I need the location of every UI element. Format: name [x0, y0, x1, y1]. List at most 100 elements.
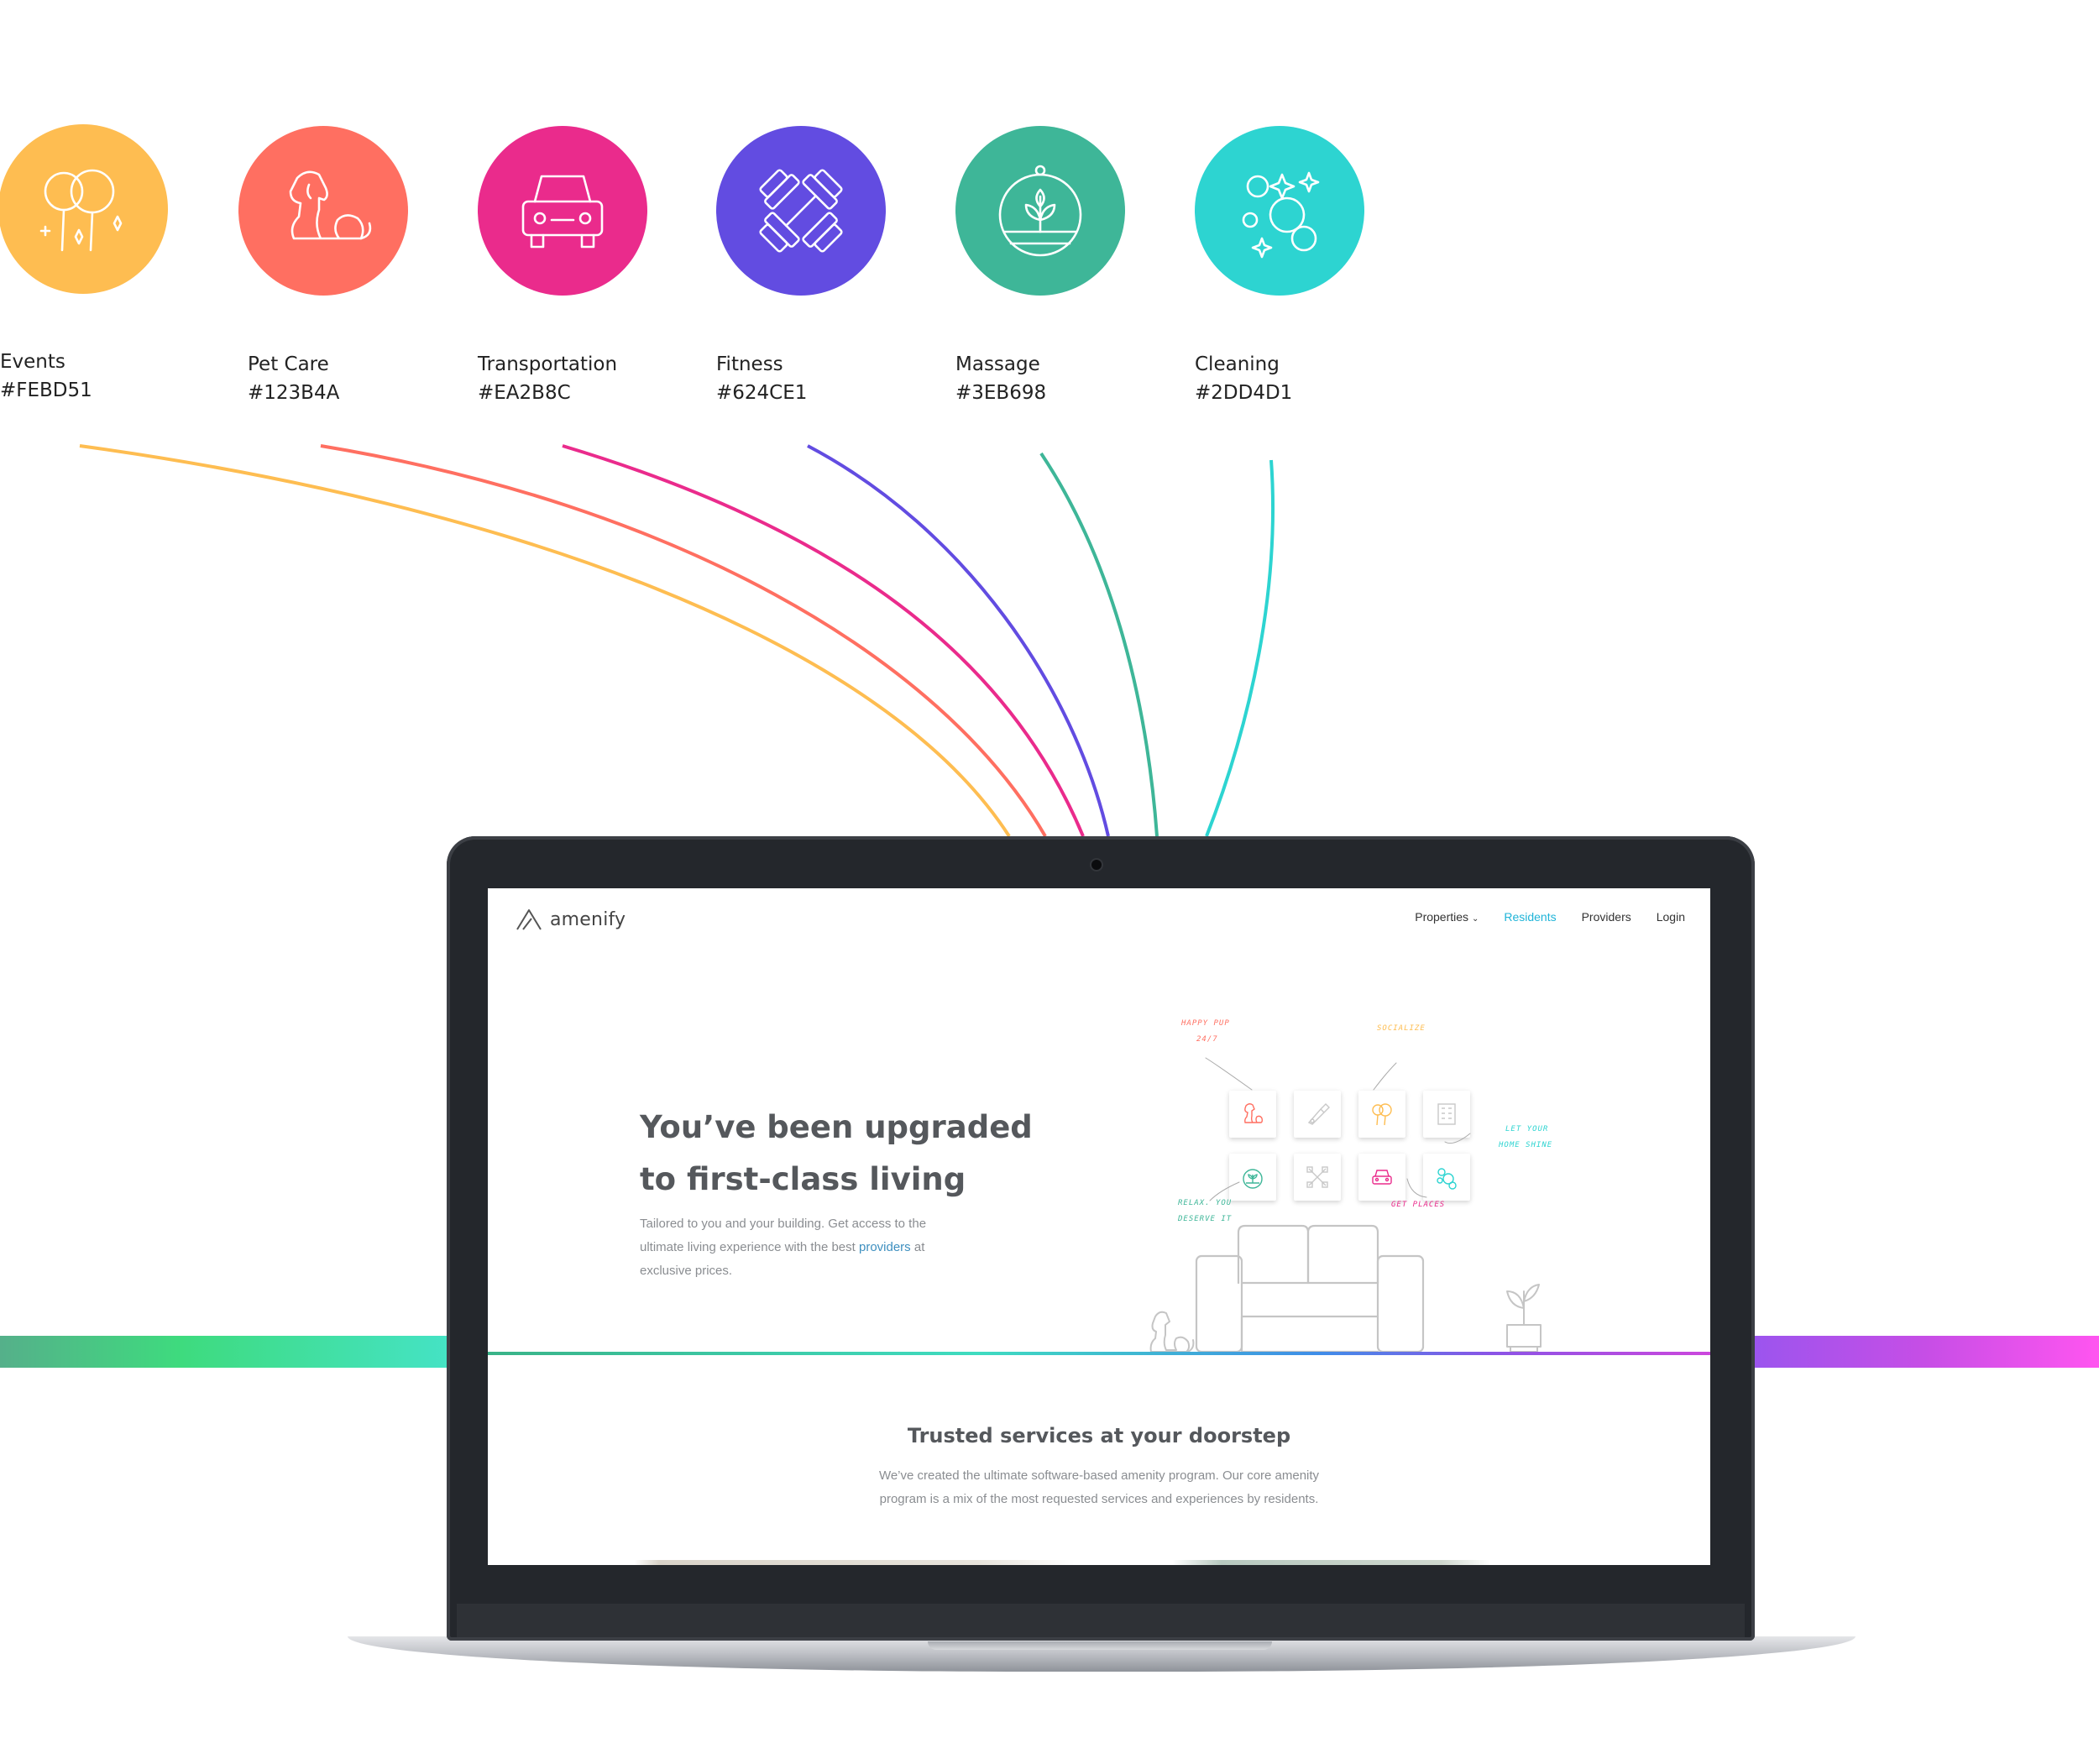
hero-text-before: Tailored to you and your building. Get a…: [640, 1217, 927, 1254]
category-name: Massage: [955, 353, 1040, 375]
note-relax-line1: RELAX. YOU: [1178, 1199, 1233, 1207]
hero-description: Tailored to you and your building. Get a…: [640, 1212, 950, 1283]
sofa-illustration: [1195, 1224, 1425, 1353]
bubbles-icon: [1437, 1168, 1457, 1190]
laptop-chin: [457, 1604, 1745, 1637]
laptop-camera: [1091, 860, 1102, 870]
note-home-shine: LET YOUR HOME SHINE: [1499, 1122, 1552, 1154]
fitness-label: Fitness #624CE1: [716, 350, 807, 407]
transportation-circle: [478, 126, 647, 296]
dumbbell-icon: [1306, 1166, 1328, 1188]
tile-terrarium: [1229, 1154, 1276, 1201]
dog-icon: [289, 170, 372, 240]
note-relax: RELAX. YOU DESERVE IT: [1178, 1196, 1232, 1227]
note-leader-places: [1406, 1178, 1427, 1198]
balloons-icon: [1372, 1103, 1392, 1126]
category-hex: #624CE1: [716, 382, 808, 404]
note-leader-relax: [1209, 1181, 1240, 1201]
tile-dumbbell: [1294, 1154, 1341, 1201]
transportation-label: Transportation #EA2B8C: [478, 350, 617, 407]
plant-terrarium-icon: [1243, 1169, 1263, 1189]
cleaning-connector-line: [1205, 459, 1275, 837]
hero-title-line1: You’ve been upgraded: [640, 1109, 1033, 1145]
note-pup-line1: HAPPY PUP: [1181, 1019, 1230, 1028]
category-hex: #123B4A: [248, 382, 340, 404]
fitness-circle: [716, 126, 886, 296]
note-socialize-text: SOCIALIZE: [1377, 1024, 1426, 1033]
nav-residents[interactable]: Residents: [1504, 910, 1557, 924]
note-leader-home: [1444, 1133, 1471, 1144]
events-label: Events #FEBD51: [0, 348, 92, 405]
car-icon: [521, 175, 604, 249]
note-socialize: SOCIALIZE: [1377, 1021, 1426, 1037]
laptop-notch: [928, 1641, 1272, 1650]
dog-icon: [1244, 1103, 1264, 1123]
section-description: We’ve created the ultimate software-base…: [488, 1464, 1710, 1511]
right-gradient-bar: [1751, 1336, 2099, 1368]
plant-terrarium-icon: [998, 165, 1082, 257]
nav-properties-label: Properties: [1415, 910, 1469, 924]
note-home-line2: HOME SHINE: [1499, 1141, 1553, 1149]
cleaning-label: Cleaning #2DD4D1: [1195, 350, 1292, 407]
left-gradient-bar: [0, 1336, 453, 1368]
section-text-line1: We’ve created the ultimate software-base…: [878, 1468, 1320, 1483]
bubbles-icon: [1242, 171, 1320, 259]
hero-text-after: at exclusive prices.: [640, 1240, 925, 1278]
pet-care-circle: [238, 126, 408, 296]
next-section-peek: [488, 1560, 1710, 1565]
note-get-places: GET PLACES: [1391, 1197, 1445, 1213]
providers-link[interactable]: providers: [858, 1240, 911, 1254]
note-get-places-text: GET PLACES: [1391, 1201, 1446, 1209]
note-home-line1: LET YOUR: [1505, 1125, 1549, 1133]
events-connector-line: [79, 444, 1011, 838]
main-nav: Properties ⌄ Residents Providers Login: [1415, 910, 1685, 924]
tile-building: [1423, 1091, 1470, 1138]
car-icon: [1372, 1170, 1392, 1185]
hero-title-line2: to first-class living: [640, 1161, 966, 1197]
plant-illustration: [1506, 1284, 1542, 1353]
pet-care-connector-line: [320, 444, 1047, 838]
laptop-screen: amenify Properties ⌄ Residents Providers…: [488, 888, 1710, 1565]
category-hex: #3EB698: [955, 382, 1047, 404]
tile-bubbles: [1423, 1154, 1470, 1201]
amenify-logo-icon: [516, 909, 542, 930]
section-text-line2: program is a mix of the most requested s…: [879, 1492, 1319, 1506]
category-hex: #FEBD51: [0, 379, 92, 401]
nav-properties[interactable]: Properties ⌄: [1415, 910, 1479, 924]
section-title: Trusted services at your doorstep: [907, 1424, 1291, 1447]
fitness-connector-line: [807, 444, 1110, 837]
category-hex: #EA2B8C: [478, 382, 571, 404]
tile-balloons: [1358, 1091, 1405, 1138]
site-logo[interactable]: amenify: [515, 905, 626, 934]
category-name: Cleaning: [1195, 353, 1280, 375]
events-circle: [0, 124, 168, 294]
pet-care-label: Pet Care #123B4A: [248, 350, 339, 407]
chevron-down-icon: ⌄: [1471, 914, 1479, 924]
massage-circle: [955, 126, 1125, 296]
building-icon: [1437, 1103, 1456, 1125]
hero-title: You’ve been upgraded to first-class livi…: [640, 1102, 1076, 1206]
note-relax-line2: DESERVE IT: [1178, 1215, 1233, 1223]
massage-label: Massage #3EB698: [955, 350, 1046, 407]
transportation-connector-line: [562, 444, 1085, 837]
note-leader-pup: [1205, 1057, 1253, 1091]
tile-tool: [1294, 1091, 1341, 1138]
nav-login[interactable]: Login: [1656, 910, 1685, 924]
tile-dog: [1229, 1091, 1276, 1138]
note-pup-line2: 24/7: [1196, 1035, 1218, 1044]
dumbbell-icon: [759, 169, 843, 253]
balloons-icon: [39, 169, 123, 252]
note-leader-socialize: [1373, 1062, 1397, 1091]
dog-illustration: [1149, 1311, 1195, 1353]
category-name: Pet Care: [248, 353, 329, 375]
category-name: Transportation: [478, 353, 618, 375]
note-happy-pup: HAPPY PUP 24/7: [1181, 1016, 1230, 1048]
hero-illustration: [1149, 1057, 1542, 1353]
cleaning-circle: [1195, 126, 1364, 296]
category-name: Events: [0, 351, 65, 373]
hero-gradient-line: [488, 1352, 1710, 1355]
nav-providers[interactable]: Providers: [1581, 910, 1631, 924]
brush-icon: [1307, 1103, 1330, 1125]
massage-connector-line: [1039, 452, 1159, 837]
category-name: Fitness: [716, 353, 783, 375]
